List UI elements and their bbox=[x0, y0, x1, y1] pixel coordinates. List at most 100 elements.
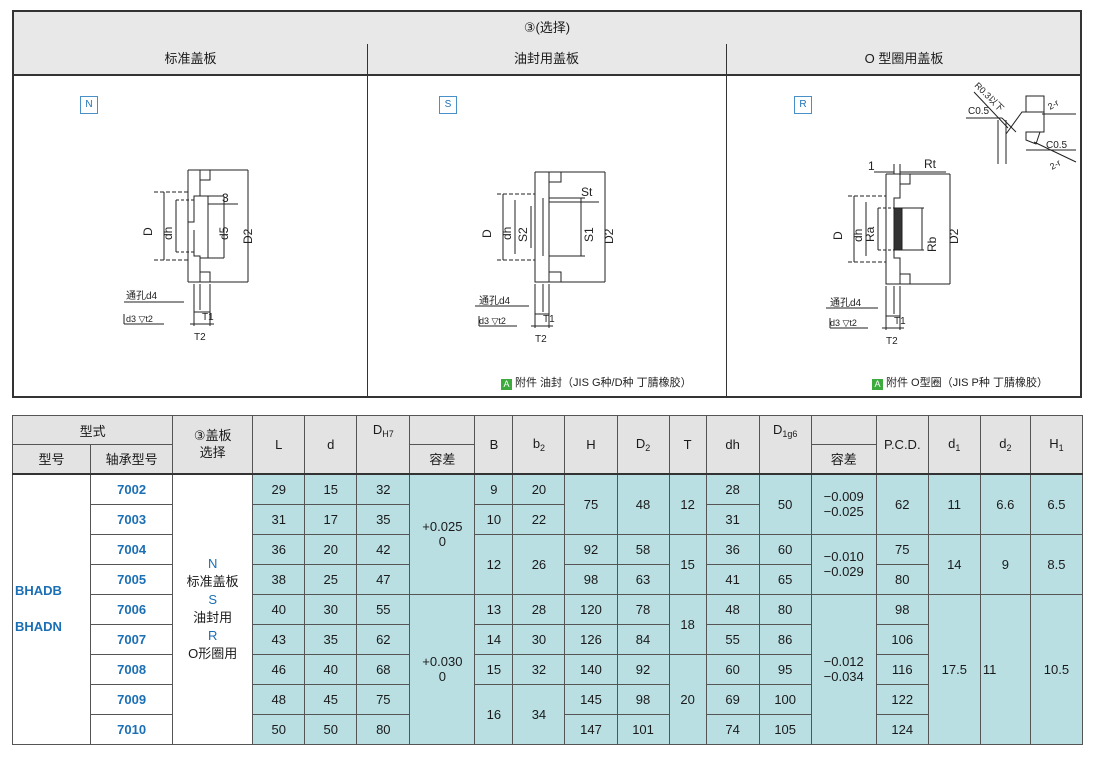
dim-D2: D2 bbox=[602, 228, 616, 244]
dim-D2: D2 bbox=[241, 228, 255, 244]
cell-L: 38 bbox=[252, 563, 306, 595]
cell-pcd: 62 bbox=[875, 472, 929, 535]
col-D1-sub-blank bbox=[758, 444, 812, 474]
col-cover-selection: ③盖板选择 bbox=[172, 415, 254, 474]
cell-B: 16 bbox=[474, 683, 514, 745]
cell-dh: 60 bbox=[705, 653, 760, 685]
cell-dh: 48 bbox=[705, 593, 760, 625]
col-D-blank bbox=[409, 415, 476, 445]
cell-H1: 10.5 bbox=[1029, 593, 1084, 745]
cell-D1: 105 bbox=[758, 713, 812, 745]
cell-L: 36 bbox=[252, 533, 306, 565]
dim-Ra: Ra bbox=[863, 226, 877, 242]
cell-B: 15 bbox=[474, 653, 514, 685]
cell-d: 17 bbox=[304, 503, 358, 535]
label-counterbore: d3 ▽t2 bbox=[479, 316, 506, 326]
dim-T1: T1 bbox=[543, 314, 555, 325]
dim-D: D bbox=[480, 229, 494, 238]
col-d2: d2 bbox=[979, 415, 1031, 474]
label-through-hole: 通孔d4 bbox=[126, 290, 158, 302]
col-H: H bbox=[564, 415, 618, 474]
dim-S2: S2 bbox=[516, 227, 530, 242]
cell-b2: 34 bbox=[512, 683, 566, 745]
dim-D: D bbox=[831, 231, 845, 240]
cell-b2: 22 bbox=[512, 503, 566, 535]
header-o-ring-cover: O 型圈用盖板 bbox=[864, 51, 944, 66]
cell-T: 18 bbox=[668, 593, 707, 655]
col-D-sub-blank bbox=[356, 444, 411, 474]
col-pcd: P.C.D. bbox=[875, 415, 929, 474]
cell-dh: 36 bbox=[705, 533, 760, 565]
cover-type-headers: 标准盖板 油封用盖板 O 型圈用盖板 bbox=[14, 44, 1080, 76]
col-D: DH7 bbox=[356, 415, 411, 445]
dim-T2: T2 bbox=[535, 334, 547, 345]
cell-T: 12 bbox=[668, 472, 707, 535]
bearing-7002[interactable]: 7002 bbox=[90, 472, 174, 505]
col-d: d bbox=[304, 415, 358, 474]
cell-D1-tol: −0.009−0.025 bbox=[810, 472, 877, 535]
cell-D1: 86 bbox=[758, 623, 812, 655]
col-type: 型式 bbox=[11, 415, 174, 445]
cell-D: 62 bbox=[356, 623, 411, 655]
table-row: 7007 43 35 62 14 30 126 84 55 86 106 bbox=[13, 623, 1083, 655]
bearing-7007[interactable]: 7007 bbox=[90, 623, 174, 655]
label-through-hole: 通孔d4 bbox=[830, 297, 862, 309]
dim-D: D bbox=[141, 227, 155, 236]
cell-H: 98 bbox=[564, 563, 618, 595]
cell-D1-tol: −0.010−0.029 bbox=[810, 533, 877, 595]
cell-D: 55 bbox=[356, 593, 411, 625]
dim-2r-top: 2-r bbox=[1046, 98, 1061, 112]
cell-L: 43 bbox=[252, 623, 306, 655]
bearing-7005[interactable]: 7005 bbox=[90, 563, 174, 595]
cell-b2: 20 bbox=[512, 472, 566, 505]
dim-T2: T2 bbox=[886, 336, 898, 347]
cell-d2: 9 bbox=[979, 533, 1031, 595]
cell-B: 12 bbox=[474, 533, 514, 595]
tag-s[interactable]: S bbox=[439, 96, 457, 114]
cell-D1: 50 bbox=[758, 472, 812, 535]
cell-L: 31 bbox=[252, 503, 306, 535]
cell-d1: 14 bbox=[927, 533, 981, 595]
bearing-7003[interactable]: 7003 bbox=[90, 503, 174, 535]
col-D1: D1g6 bbox=[758, 415, 812, 445]
cell-b2: 32 bbox=[512, 653, 566, 685]
cell-L: 50 bbox=[252, 713, 306, 745]
cell-H: 120 bbox=[564, 593, 618, 625]
bearing-7008[interactable]: 7008 bbox=[90, 653, 174, 685]
dim-T1: T1 bbox=[202, 312, 214, 323]
cell-H1: 6.5 bbox=[1029, 472, 1084, 535]
col-bearing: 轴承型号 bbox=[90, 444, 174, 474]
col-model: 型号 bbox=[11, 444, 92, 474]
bearing-7009[interactable]: 7009 bbox=[90, 683, 174, 715]
bearing-7004[interactable]: 7004 bbox=[90, 533, 174, 565]
bearing-7010[interactable]: 7010 bbox=[90, 713, 174, 745]
cell-D2: 101 bbox=[616, 713, 670, 745]
cell-d1: 17.5 bbox=[927, 593, 981, 745]
table-row: 7005 38 25 47 98 63 41 65 80 bbox=[13, 563, 1083, 595]
cell-d1: 11 bbox=[927, 472, 981, 535]
cell-D1: 60 bbox=[758, 533, 812, 565]
cell-d: 30 bbox=[304, 593, 358, 625]
cell-pcd: 75 bbox=[875, 533, 929, 565]
dim-C05-bottom: C0.5 bbox=[1046, 140, 1068, 151]
col-B: B bbox=[474, 415, 514, 474]
cell-dh: 31 bbox=[705, 503, 760, 535]
dim-dh: dh bbox=[500, 227, 514, 240]
dim-3: 3 bbox=[222, 191, 229, 205]
cell-L: 29 bbox=[252, 472, 306, 505]
tag-r[interactable]: R bbox=[794, 96, 812, 114]
divider bbox=[726, 44, 727, 398]
bearing-7006[interactable]: 7006 bbox=[90, 593, 174, 625]
cell-dh: 55 bbox=[705, 623, 760, 655]
dim-S1: S1 bbox=[582, 227, 596, 242]
table-row: 7008 46 40 68 15 32 140 92 20 60 95 116 bbox=[13, 653, 1083, 745]
cell-pcd: 98 bbox=[875, 593, 929, 625]
cell-L: 48 bbox=[252, 683, 306, 715]
tag-n[interactable]: N bbox=[80, 96, 98, 114]
cell-pcd: 116 bbox=[875, 653, 929, 685]
cell-B: 13 bbox=[474, 593, 514, 625]
